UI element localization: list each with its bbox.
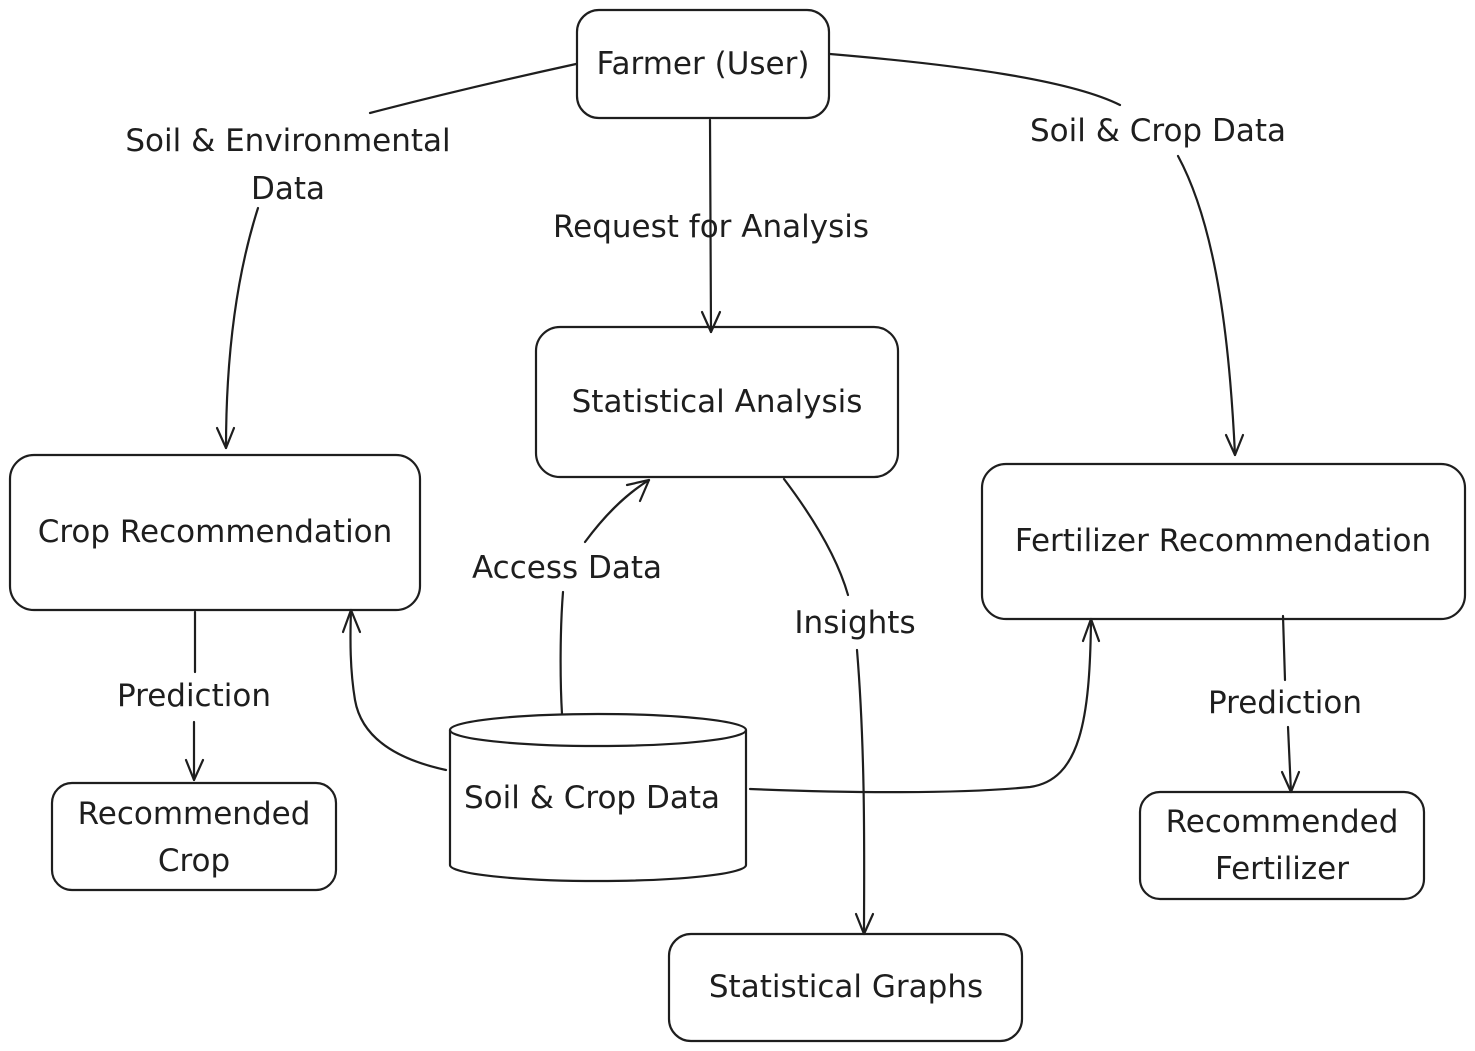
recommended-crop-label-line1: Recommended: [78, 796, 311, 832]
fertilizer-recommendation-node: Fertilizer Recommendation: [980, 462, 1467, 621]
recommended-fertilizer-label-line1: Recommended: [1166, 804, 1399, 840]
edge-farmer-to-fertilizer: [828, 52, 1245, 457]
edge-label-soil-crop-data: Soil & Crop Data: [1030, 113, 1286, 149]
soil-crop-data-store: Soil & Crop Data: [448, 712, 748, 883]
edge-analysis-to-graphs: [782, 477, 875, 936]
farmer-user-node: Farmer (User): [575, 8, 831, 120]
crop-recommendation-node: Crop Recommendation: [8, 453, 422, 612]
statistical-analysis-node: Statistical Analysis: [534, 325, 900, 479]
edge-farmer-to-crop: [215, 62, 578, 450]
edge-store-to-crop: [341, 608, 448, 772]
edge-crop-to-recommended: [184, 610, 205, 782]
recommended-fertilizer-node: Recommended Fertilizer: [1138, 790, 1426, 901]
edge-label-request-analysis: Request for Analysis: [553, 209, 869, 245]
recommended-crop-node: Recommended Crop: [50, 781, 338, 892]
edge-store-to-analysis: [559, 478, 651, 716]
edge-store-to-fertilizer: [748, 617, 1101, 794]
edge-label-prediction-crop: Prediction: [117, 678, 271, 714]
farmer-user-label: Farmer (User): [597, 46, 810, 82]
soil-crop-data-store-label: Soil & Crop Data: [464, 780, 720, 816]
edge-label-soil-environmental-line1: Soil & Environmental: [125, 123, 450, 159]
crop-recommendation-label: Crop Recommendation: [38, 514, 393, 550]
statistical-graphs-label: Statistical Graphs: [709, 969, 983, 1005]
recommended-crop-label-line2: Crop: [158, 843, 230, 879]
edge-label-access-data: Access Data: [472, 550, 662, 586]
edge-label-prediction-fertilizer: Prediction: [1208, 685, 1362, 721]
edge-label-soil-environmental-line2: Data: [251, 171, 325, 207]
edge-label-insights: Insights: [794, 605, 915, 641]
edge-farmer-to-analysis: [700, 118, 722, 334]
statistical-analysis-label: Statistical Analysis: [572, 384, 863, 420]
recommended-fertilizer-label-line2: Fertilizer: [1215, 851, 1349, 887]
statistical-graphs-node: Statistical Graphs: [667, 932, 1024, 1043]
fertilizer-recommendation-label: Fertilizer Recommendation: [1015, 523, 1431, 559]
